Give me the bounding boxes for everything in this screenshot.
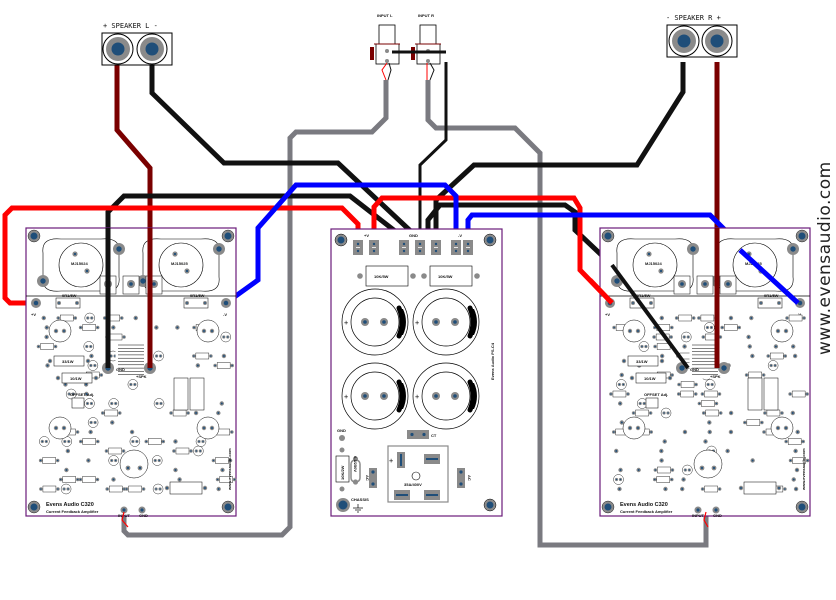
terminal-label-neg: -V bbox=[797, 312, 801, 317]
terminal-label-input: INPUT bbox=[692, 513, 705, 518]
terminal-label-input-gnd: GND bbox=[713, 513, 722, 518]
ps-resistor-2-label: 10K/5W bbox=[438, 274, 453, 279]
polarity-mark: + bbox=[415, 319, 419, 327]
ps-label-pos: +V bbox=[364, 233, 369, 238]
ps-board-name: Evens Audio PS-C4 bbox=[490, 342, 495, 380]
terminal-label-gnd: GND bbox=[116, 367, 125, 372]
terminal-label-gnd: GND bbox=[690, 367, 699, 372]
speaker-right-label: - SPEAKER R + bbox=[666, 14, 721, 22]
input-left-jack[interactable]: INPUT L bbox=[370, 13, 400, 81]
polarity-mark: + bbox=[344, 319, 348, 327]
ps-resistor-1-label: 10K/5W bbox=[374, 274, 389, 279]
signal-cable-right bbox=[425, 80, 709, 548]
filter-capacitor: + bbox=[341, 362, 409, 430]
capacitor bbox=[48, 319, 72, 343]
capacitor bbox=[622, 416, 646, 440]
resistor-label: 33/1W bbox=[636, 359, 648, 364]
amp-board-subtitle: Current Feedback Amplifier bbox=[46, 509, 99, 514]
power-supply-board: +V GND -V 10K/5W 10K/5W + + + + Evens Audio… bbox=[330, 228, 503, 517]
filter-capacitor: + bbox=[341, 288, 409, 356]
speaker-left-minus-wire bbox=[149, 62, 420, 240]
speaker-right-minus-wire bbox=[433, 62, 686, 238]
amplifier-board-left: MJ15024 MJ15025 +V -V 0R1/5W 0R1/5W 33/1W 10/1W… bbox=[25, 227, 237, 518]
positive-wire-left-amp bbox=[2, 205, 361, 306]
transistor-label: MJ15024 bbox=[71, 261, 88, 266]
ps-label-neg: -V bbox=[458, 233, 462, 238]
input-left-label: INPUT L bbox=[377, 13, 393, 18]
wires bbox=[2, 62, 800, 548]
amp-board-subtitle: Current Feedback Amplifier bbox=[620, 509, 673, 514]
board-site-label: www.evensaudio.com bbox=[227, 448, 232, 491]
resistor-label: 0R1/5W bbox=[636, 293, 651, 298]
filter-capacitors: + + + + bbox=[341, 288, 480, 430]
ps-gnd-label: GND bbox=[337, 428, 346, 433]
amp-board-name: Evens Audio C320 bbox=[620, 502, 668, 508]
ps-bridge-label: 35A/400V bbox=[404, 482, 422, 487]
speaker-right-terminal[interactable]: - SPEAKER R + bbox=[666, 14, 738, 58]
polarity-mark: + bbox=[415, 393, 419, 401]
terminal-label-pos: +V bbox=[605, 312, 610, 317]
terminal-label-input: INPUT bbox=[118, 513, 131, 518]
positive-wire-right-amp bbox=[371, 195, 614, 305]
negative-wire-left-amp bbox=[224, 182, 459, 306]
ps-ac-left-label: AC bbox=[365, 475, 370, 481]
polarity-mark: + bbox=[344, 393, 348, 401]
amp-board-name: Evens Audio C320 bbox=[46, 502, 94, 508]
capacitor bbox=[622, 319, 646, 343]
terminal-label-spk: +SPK bbox=[136, 374, 147, 379]
capacitor bbox=[196, 416, 220, 440]
input-right-label: INPUT R bbox=[418, 13, 434, 18]
terminal-label-neg: -V bbox=[223, 312, 227, 317]
signal-cable-left bbox=[121, 80, 389, 538]
resistor-label: 0R1/5W bbox=[190, 293, 205, 298]
speaker-left-label: + SPEAKER L - bbox=[103, 22, 158, 30]
website-watermark: www.evensaudio.com bbox=[815, 161, 835, 355]
speaker-left-terminal[interactable]: + SPEAKER L - bbox=[101, 22, 173, 66]
power-supply-terminals bbox=[353, 240, 473, 255]
capacitor bbox=[770, 319, 794, 343]
chassis-ground-icon bbox=[353, 504, 363, 513]
transistor-label: MJ15025 bbox=[171, 261, 188, 266]
capacitor bbox=[770, 416, 794, 440]
terminal-label-pos: +V bbox=[31, 312, 36, 317]
ps-cap-small-label: 0.1/250V bbox=[353, 456, 358, 472]
ps-ct-label: CT bbox=[431, 433, 437, 438]
terminal-label-input-gnd: GND bbox=[139, 513, 148, 518]
ps-label-gnd: GND bbox=[409, 233, 418, 238]
ps-chassis-label: CHASSIS bbox=[351, 497, 369, 502]
filter-capacitor: + bbox=[412, 288, 480, 356]
input-right-jack[interactable]: INPUT R bbox=[392, 13, 446, 81]
filter-capacitor: + bbox=[412, 362, 480, 430]
resistor-label: 0R1/5W bbox=[62, 293, 77, 298]
capacitor bbox=[48, 416, 72, 440]
svg-text:+: + bbox=[389, 457, 393, 465]
ps-led-resistor-label: 10K/2W bbox=[340, 465, 345, 480]
resistor-label: 10/1W bbox=[70, 376, 82, 381]
ps-ac-right-label: AC bbox=[467, 475, 472, 481]
resistor-label: 33/1W bbox=[62, 359, 74, 364]
board-site-label: www.evensaudio.com bbox=[801, 448, 806, 491]
capacitor bbox=[196, 319, 220, 343]
wires-overlay bbox=[105, 228, 800, 528]
terminal-label-spk: +SPK bbox=[710, 374, 721, 379]
offset-adj-label: OFFSET Adj. bbox=[644, 392, 668, 397]
resistor-label: 10/1W bbox=[644, 376, 656, 381]
offset-adj-label: OFFSET Adj. bbox=[70, 392, 94, 397]
input-right-ground-wire bbox=[418, 62, 448, 238]
resistor-label: 0R1/5W bbox=[764, 293, 779, 298]
transistor-label: MJ15024 bbox=[645, 261, 662, 266]
